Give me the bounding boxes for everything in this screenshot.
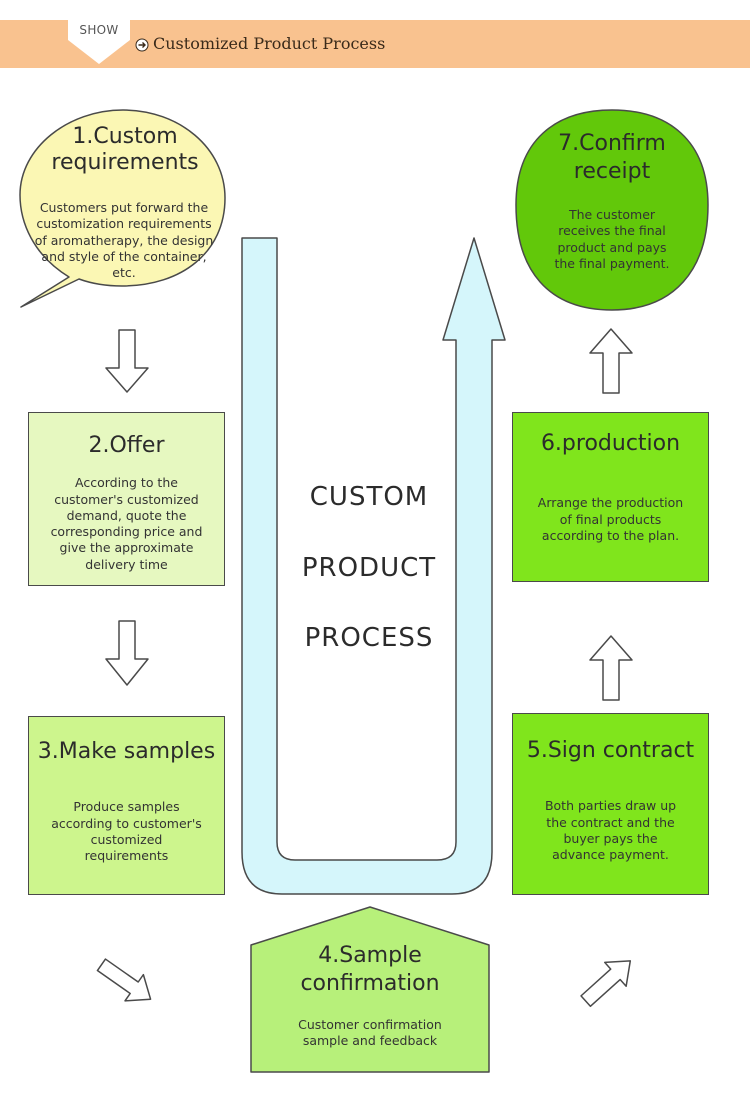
step6-box: 6.production Arrange the production of f… (512, 412, 709, 582)
center-line-process: PROCESS (304, 623, 434, 653)
arrow-up-icon (589, 635, 633, 701)
step4-house-shape (250, 906, 490, 1073)
step7-desc: The customer receives the final product … (554, 207, 670, 271)
arrow-up-icon (589, 328, 633, 394)
show-tab-shape (68, 20, 130, 64)
center-line-custom: CUSTOM (309, 482, 429, 512)
step2-desc: According to the customer's customized d… (50, 475, 203, 572)
u-arrow-shape (241, 237, 506, 895)
step1-title: 1.Custom requirements (51, 124, 199, 176)
show-label: SHOW (79, 23, 119, 37)
step5-box: 5.Sign contract Both parties draw up the… (512, 713, 709, 895)
arrow-right-circle-icon (135, 38, 149, 52)
step3-desc: Produce samples according to customer's … (51, 799, 202, 864)
arrow-down-right-icon (96, 958, 152, 1002)
step7-title: 7.Confirm receipt (558, 131, 666, 184)
step5-desc: Both parties draw up the contract and th… (544, 798, 677, 863)
show-tab: SHOW (68, 20, 130, 64)
step6-desc: Arrange the production of final products… (537, 495, 684, 543)
step1-bubble-shape (19, 109, 226, 308)
step3-box: 3.Make samples Produce samples according… (28, 716, 225, 895)
arrow-down-icon (105, 620, 149, 686)
step2-title: 2.Offer (88, 433, 165, 458)
arrow-up-right-icon (580, 960, 632, 1008)
step4-title: 4.Sample confirmation (300, 943, 440, 996)
step5-title: 5.Sign contract (526, 738, 695, 763)
step2-box: 2.Offer According to the customer's cust… (28, 412, 225, 586)
step4-desc: Customer confirmation sample and feedbac… (298, 1017, 442, 1049)
step7-blob-shape (515, 109, 709, 311)
center-line-product: PRODUCT (301, 553, 437, 583)
step6-title: 6.production (540, 431, 681, 456)
step1-desc: Customers put forward the customization … (34, 200, 214, 280)
step3-title: 3.Make samples (37, 739, 216, 764)
arrow-down-icon (105, 329, 149, 393)
header-title: Customized Product Process (153, 34, 386, 53)
